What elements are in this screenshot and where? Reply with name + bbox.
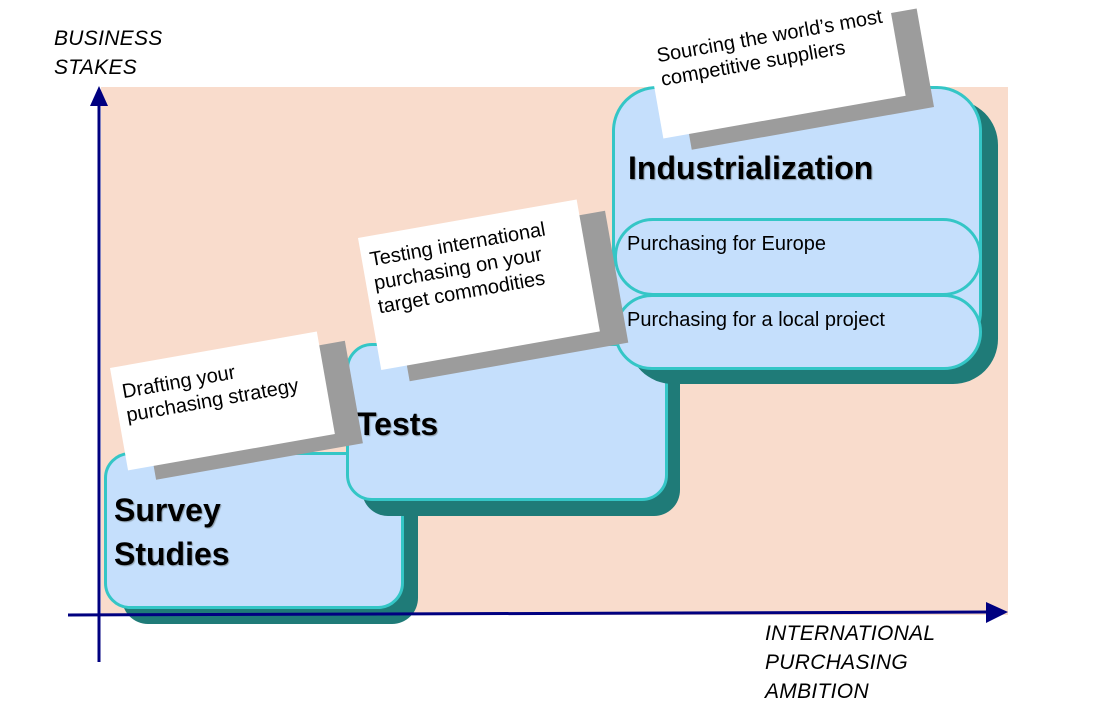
sub-item-label: Purchasing for Europe	[627, 233, 827, 255]
sub-item-europe: Purchasing for Europe	[614, 218, 982, 296]
sub-item-local-project: Purchasing for a local project	[614, 294, 982, 370]
y-axis-arrow-icon	[90, 86, 108, 106]
stage-title-survey-studies: Survey Studies	[114, 492, 230, 572]
y-axis-label: BUSINESS STAKES	[54, 27, 163, 79]
stage-title-industrialization: Industrialization	[628, 150, 874, 186]
stage-title-tests: Tests	[357, 406, 439, 442]
x-axis-line	[67, 610, 989, 617]
x-axis-arrow-icon	[986, 602, 1008, 623]
x-axis-label: INTERNATIONAL PURCHASING AMBITION	[765, 622, 936, 703]
sub-item-label: Purchasing for a local project	[627, 309, 885, 331]
